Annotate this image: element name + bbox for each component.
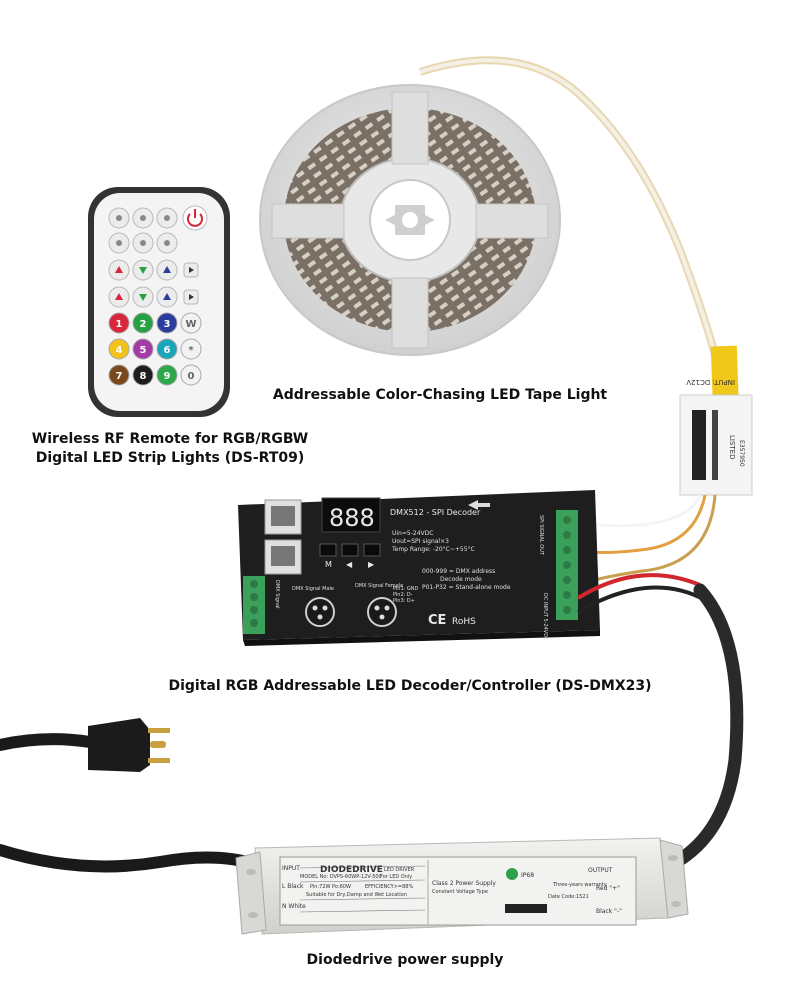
remote-number-key[interactable] — [180, 338, 202, 360]
play-icon — [189, 267, 194, 273]
tag-listed-text: LISTED — [728, 435, 736, 460]
psu-row-white: N White — [282, 903, 306, 910]
remote-number-key[interactable] — [156, 364, 178, 386]
tape-lead-wire — [418, 56, 724, 376]
caption-remote-line-1: Wireless RF Remote for RGB/RGBW — [31, 431, 309, 447]
psu-brand: DIODEDRIVE — [320, 865, 383, 875]
decoder-button-left: ◀ — [346, 560, 353, 569]
rohs-mark: RoHS — [452, 617, 476, 627]
decoder-title: DMX512 - SPI Decoder — [390, 508, 481, 517]
strip-label-tag — [679, 345, 753, 496]
psu-ip-rating: IP68 — [521, 872, 534, 879]
diodedrive-power-supply — [235, 837, 689, 935]
remote-key-label: 4 — [116, 345, 123, 356]
decoder-dmx-male: DMX Signal Male — [292, 586, 334, 592]
remote-key-label: 8 — [140, 371, 147, 382]
remote-number-key[interactable] — [156, 312, 178, 334]
triangle-up-icon — [115, 266, 123, 273]
decoder-mode-1: 000-999 = DMX address — [422, 568, 495, 575]
psu-warranty: Three-years warranty — [552, 882, 607, 888]
psu-input-label: INPUT — [282, 865, 300, 872]
caption-power-supply: Diodedrive power supply — [306, 952, 504, 968]
decoder-pin-1: Pin1: GND — [393, 586, 419, 592]
decoder-pin-2: Pin2: D- — [393, 592, 413, 598]
brightness-icon — [164, 215, 170, 221]
remote-number-key[interactable] — [132, 338, 154, 360]
psu-pin: Pin:72W Po:60W — [310, 884, 351, 890]
remote-key-label: W — [185, 319, 196, 330]
brightness-icon — [116, 215, 122, 221]
decoder-left-label: DMX Signal — [274, 580, 280, 609]
decoder-display: 888 — [329, 504, 375, 532]
psu-date-code: Date Code:1521 — [548, 894, 589, 900]
remote-key-label: 5 — [140, 345, 147, 356]
psu-for-led: For LED Only — [380, 874, 412, 880]
power-cable — [576, 573, 744, 875]
dmx-decoder — [238, 490, 600, 646]
remote-number-key[interactable] — [132, 312, 154, 334]
decoder-spec-2: Uout=SPI signal×3 — [392, 538, 449, 545]
led-tape-reel — [259, 84, 561, 356]
remote-number-key[interactable] — [180, 312, 202, 334]
caption-remote-line-2: Digital LED Strip Lights (DS-RT09) — [35, 450, 305, 466]
remote-number-key[interactable] — [132, 364, 154, 386]
psu-black-label: Black "-" — [596, 908, 622, 915]
remote-key-label: 2 — [140, 319, 147, 330]
brightness-icon — [164, 240, 170, 246]
decoder-mode-2: Decode mode — [440, 576, 482, 583]
triangle-up-icon — [163, 293, 171, 300]
remote-number-key[interactable] — [108, 338, 130, 360]
remote-key-label: 9 — [164, 371, 171, 382]
triangle-down-icon — [139, 294, 147, 301]
brightness-icon — [140, 240, 146, 246]
tag-code-text: E357950 — [738, 440, 745, 467]
dmx-arrow-icon — [468, 500, 490, 510]
psu-row-black: L Black — [282, 883, 304, 890]
remote-key-label: * — [188, 345, 194, 356]
caption-tape-light: Addressable Color-Chasing LED Tape Light — [272, 387, 608, 403]
brightness-icon — [116, 240, 122, 246]
remote-number-key[interactable] — [180, 364, 202, 386]
psu-brand-suffix: LED DRIVER — [384, 867, 415, 873]
decoder-button-right: ▶ — [368, 560, 375, 569]
caption-decoder: Digital RGB Addressable LED Decoder/Cont… — [168, 678, 652, 694]
remote-key-label: 6 — [164, 345, 171, 356]
psu-class2: Class 2 Power Supply — [432, 880, 496, 887]
decoder-spec-3: Temp Range: -20°C~+55°C — [391, 546, 475, 553]
brightness-icon — [140, 215, 146, 221]
tag-input-text: INPUT: DC12V — [686, 378, 735, 386]
triangle-up-icon — [163, 266, 171, 273]
psu-constant: Constant Voltage Type — [432, 889, 488, 895]
decoder-pin-3: Pin3: D+ — [393, 598, 415, 604]
remote-keypad: 1 2 3 W 4 5 6 * 7 8 9 0 — [108, 207, 202, 386]
triangle-down-icon — [139, 267, 147, 274]
psu-efficiency: EFFICIENCY>=88% — [365, 884, 413, 890]
remote-number-key[interactable] — [108, 312, 130, 334]
psu-model: MODEL No: DVPS-60WP-12V-500 — [300, 874, 382, 880]
ce-mark: CE — [428, 613, 446, 628]
remote-key-label: 7 — [116, 371, 123, 382]
caption-remote: Wireless RF Remote for RGB/RGBW Digital … — [0, 430, 340, 468]
psu-suitable: Suitable for Dry,Damp and Wet Location — [306, 892, 407, 898]
remote-key-label: 0 — [188, 371, 195, 382]
decoder-spec-1: Uin=5-24VDC — [392, 530, 433, 537]
decoder-button-m: M — [325, 560, 332, 569]
psu-red-label: Red "+" — [596, 885, 620, 892]
psu-output-label: OUTPUT — [588, 867, 613, 874]
triangle-up-icon — [115, 293, 123, 300]
play-icon — [189, 294, 194, 300]
remote-key-label: 1 — [116, 319, 123, 330]
ac-power-cord — [0, 718, 261, 873]
remote-number-key[interactable] — [156, 338, 178, 360]
decoder-in-label: DC INPUT 5-24VDC — [542, 593, 548, 641]
decoder-dmx-female: DMX Signal Female — [355, 583, 403, 589]
decoder-out-label: SPI SIGNAL OUT — [538, 515, 544, 556]
remote-key-label: 3 — [164, 319, 171, 330]
decoder-mode-3: P01-P32 = Stand-alone mode — [422, 584, 511, 591]
remote-number-key[interactable] — [108, 364, 130, 386]
